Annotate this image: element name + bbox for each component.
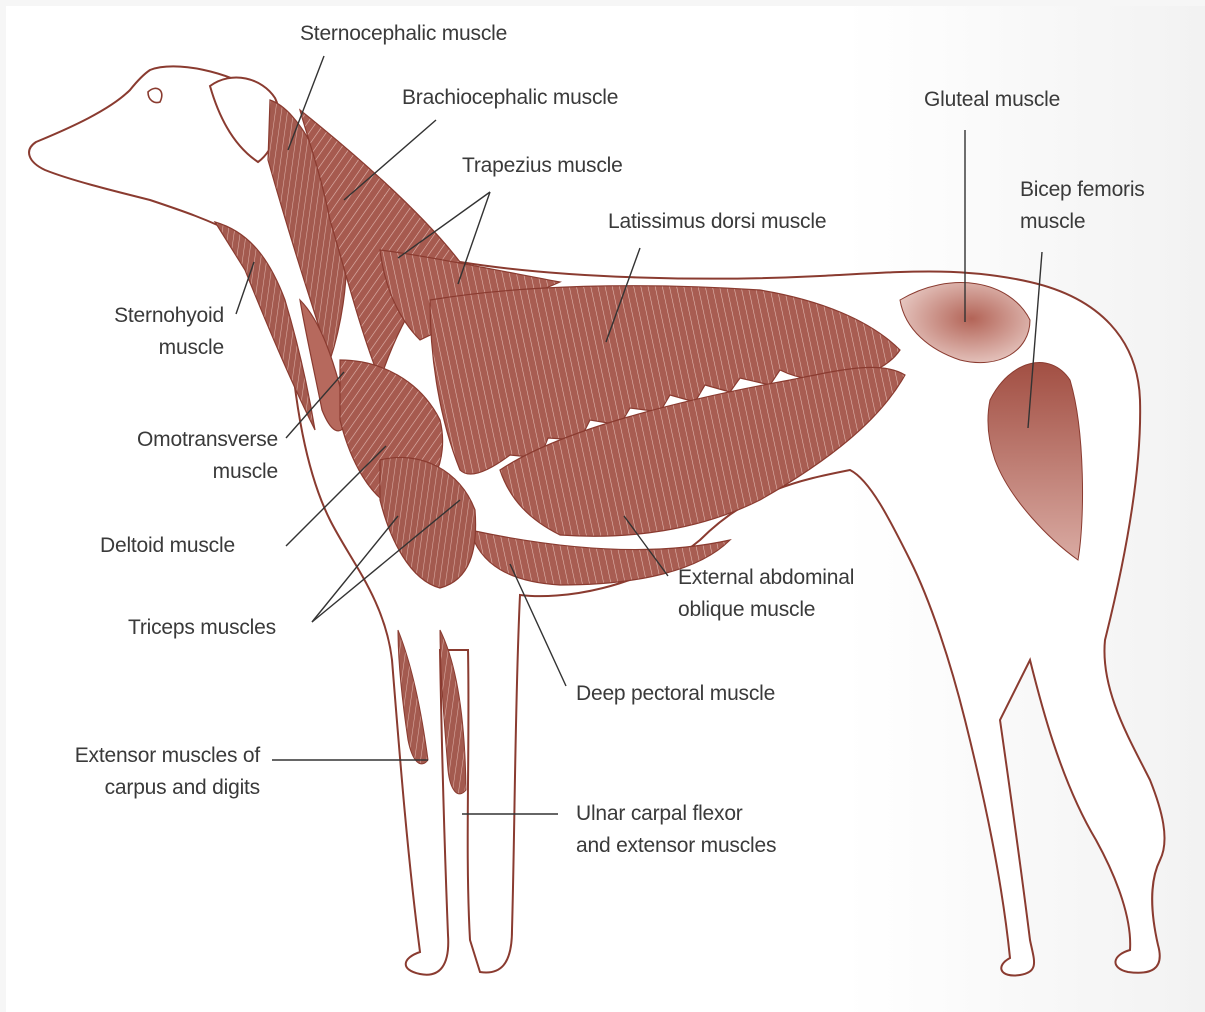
label-line: Sternocephalic muscle [300, 18, 507, 50]
label-external-oblique: External abdominal oblique muscle [678, 562, 854, 626]
label-sternohyoid: Sternohyoid muscle [60, 300, 224, 364]
label-deep-pectoral: Deep pectoral muscle [576, 678, 775, 710]
label-line: Extensor muscles of [10, 740, 260, 772]
label-line: Gluteal muscle [924, 84, 1060, 116]
label-line: Trapezius muscle [462, 150, 623, 182]
label-line: Omotransverse [60, 424, 278, 456]
label-line: Deep pectoral muscle [576, 678, 775, 710]
ulnar-carpal-muscle-shape [440, 630, 466, 794]
label-bicep-femoris: Bicep femoris muscle [1020, 174, 1145, 238]
label-line: Brachiocephalic muscle [402, 82, 618, 114]
label-gluteal: Gluteal muscle [924, 84, 1060, 116]
label-line: Ulnar carpal flexor [576, 798, 776, 830]
label-line: Sternohyoid [60, 300, 224, 332]
label-line: muscle [1020, 206, 1145, 238]
label-line: muscle [60, 456, 278, 488]
label-line: External abdominal [678, 562, 854, 594]
label-line: Deltoid muscle [100, 530, 235, 562]
label-triceps: Triceps muscles [128, 612, 276, 644]
label-brachiocephalic: Brachiocephalic muscle [402, 82, 618, 114]
label-line: carpus and digits [10, 772, 260, 804]
label-line: Bicep femoris [1020, 174, 1145, 206]
label-line: Triceps muscles [128, 612, 276, 644]
label-extensor-carpus: Extensor muscles of carpus and digits [10, 740, 260, 804]
label-line: Latissimus dorsi muscle [608, 206, 826, 238]
label-trapezius: Trapezius muscle [462, 150, 623, 182]
label-line: muscle [60, 332, 224, 364]
label-deltoid: Deltoid muscle [100, 530, 235, 562]
label-sternocephalic: Sternocephalic muscle [300, 18, 507, 50]
label-omotransverse: Omotransverse muscle [60, 424, 278, 488]
label-line: oblique muscle [678, 594, 854, 626]
label-line: and extensor muscles [576, 830, 776, 862]
label-latissimus-dorsi: Latissimus dorsi muscle [608, 206, 826, 238]
label-ulnar-carpal: Ulnar carpal flexor and extensor muscles [576, 798, 776, 862]
